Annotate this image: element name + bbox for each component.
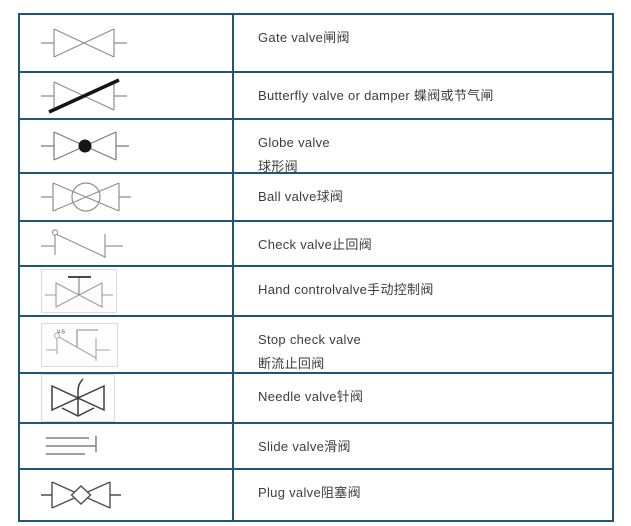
table-row: Slide valve滑阀 [20, 424, 612, 470]
label-cell: Butterfly valve or damper 蝶阀或节气闸 [234, 73, 612, 118]
valve-label: Slide valve滑阀 [258, 439, 351, 454]
label-cell: Gate valve闸阀 [234, 15, 612, 71]
table-row: Check valve止回阀 [20, 222, 612, 267]
table-row: Plug valve阻塞阀 [20, 470, 612, 520]
symbol-cell: V-5 [20, 317, 234, 372]
globe-valve-icon [41, 131, 129, 161]
slide-valve-icon [46, 435, 97, 455]
table-row: Gate valve闸阀 [20, 15, 612, 73]
label-cell: Slide valve滑阀 [234, 424, 612, 468]
symbol-cell [20, 174, 234, 220]
symbol-cell [20, 222, 234, 265]
gate-valve-icon [41, 28, 127, 58]
valve-label: Globe valve [258, 135, 330, 150]
valve-label: Stop check valve [258, 332, 362, 347]
table-row: Needle valve针阀 [20, 374, 612, 424]
symbol-cell [20, 374, 234, 422]
valve-tag-label: V-5 [57, 329, 65, 335]
label-cell: Globe valve 球形阀 [234, 120, 612, 174]
label-cell: Hand controlvalve手动控制阀 [234, 267, 612, 315]
valve-label: Plug valve阻塞阀 [258, 485, 361, 500]
symbol-cell [20, 15, 234, 71]
valve-label: Butterfly valve or damper 蝶阀或节气闸 [258, 88, 494, 103]
symbol-cell [20, 470, 234, 520]
symbol-cell [20, 267, 234, 315]
symbol-image-frame: V-5 [41, 322, 118, 367]
valve-label-cn: 断流止回阀 [258, 356, 325, 371]
symbol-image-frame [41, 269, 117, 313]
valve-label-cn: 球形阀 [258, 159, 298, 174]
ball-valve-icon [41, 182, 131, 212]
symbol-cell [20, 424, 234, 468]
label-cell: Needle valve针阀 [234, 374, 612, 422]
valve-symbol-table: Gate valve闸阀 Butterfly valve or damper 蝶… [18, 13, 614, 522]
needle-valve-icon [51, 378, 105, 417]
label-cell: Ball valve球阀 [234, 174, 612, 220]
valve-label: Gate valve闸阀 [258, 30, 350, 45]
valve-label: Ball valve球阀 [258, 189, 344, 204]
butterfly-valve-icon [41, 77, 127, 114]
table-row: Ball valve球阀 [20, 174, 612, 222]
label-cell: Plug valve阻塞阀 [234, 470, 612, 520]
table-row: Hand controlvalve手动控制阀 [20, 267, 612, 317]
label-cell: Check valve止回阀 [234, 222, 612, 265]
table-row: Globe valve 球形阀 [20, 120, 612, 174]
symbol-cell [20, 73, 234, 118]
valve-label: Check valve止回阀 [258, 237, 373, 252]
symbol-image-frame [41, 374, 115, 422]
valve-label: Hand controlvalve手动控制阀 [258, 282, 434, 297]
symbol-cell [20, 120, 234, 172]
hand-control-valve-icon [45, 276, 113, 308]
table-row: Butterfly valve or damper 蝶阀或节气闸 [20, 73, 612, 120]
label-cell: Stop check valve 断流止回阀 [234, 317, 612, 372]
plug-valve-icon [41, 481, 121, 509]
stop-check-valve-icon: V-5 [46, 328, 110, 361]
table-row: V-5 Stop check valve 断流止回阀 [20, 317, 612, 374]
valve-label: Needle valve针阀 [258, 389, 364, 404]
check-valve-icon [41, 228, 123, 258]
